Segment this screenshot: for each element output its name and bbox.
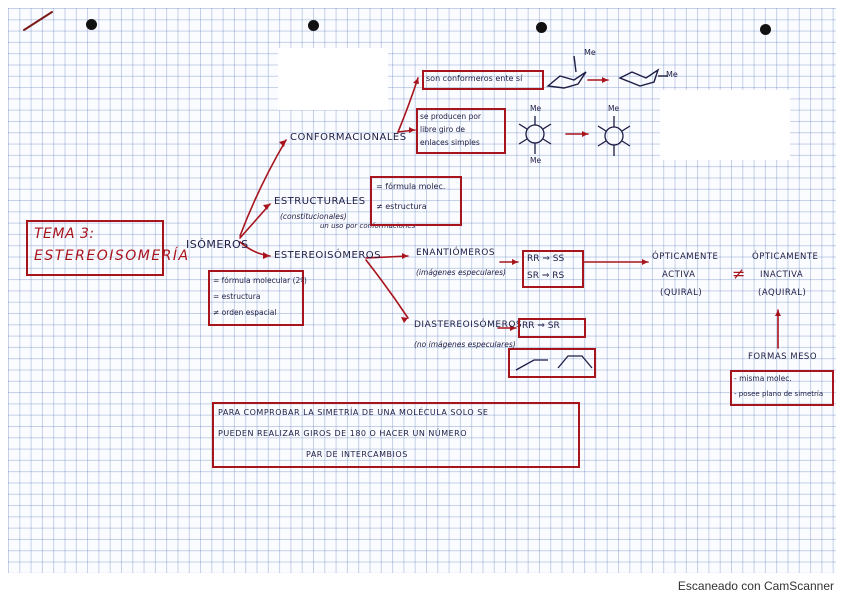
connectors: [23, 11, 781, 371]
isomer-props-box: [208, 270, 304, 326]
meso-label: FORMAS MESO: [748, 352, 818, 362]
struct-box-line1: = fórmula molec.: [376, 182, 446, 191]
enantiomeros-label: ENANTIÓMEROS: [416, 248, 496, 258]
title-line1: TEMA 3:: [34, 226, 95, 242]
punch-hole: [536, 22, 547, 33]
root-label: ISÓMEROS: [186, 238, 249, 251]
meso-line1: - misma molec.: [734, 374, 792, 383]
conf-box-1-text: son conformeros ente sí: [426, 74, 523, 83]
title-box: [26, 220, 164, 276]
optical-active-line3: (QUIRAL): [660, 288, 703, 298]
punch-hole: [760, 24, 771, 35]
sketch-box: [508, 348, 596, 378]
bottom-note-line1: PARA COMPROBAR LA SIMETRÍA DE UNA MOLÉCU…: [218, 408, 489, 417]
meso-box: [730, 370, 834, 406]
notebook-page: TEMA 3: ESTEREOISOMERÍA ISÓMEROS = fórmu…: [8, 8, 836, 573]
whiteout-patch: [660, 90, 790, 160]
diastereoisomeros-rule-1: RR ⇒ SR: [522, 321, 560, 331]
bottom-note-box: [212, 402, 580, 468]
title-line2: ESTEREOISOMERÍA: [34, 248, 190, 264]
diastereoisomeros-label: DIASTEREOISÓMEROS: [414, 320, 523, 330]
enantiomeros-sub: (imágenes especulares): [416, 268, 506, 277]
bottom-note-line3: PAR DE INTERCAMBIOS: [306, 450, 408, 459]
estructurales-note: un uso por conformaciones: [320, 222, 416, 230]
branch-conformacionales: CONFORMACIONALES: [290, 132, 407, 143]
bottom-note-line2: PUEDEN REALIZAR GIROS DE 180 O HACER UN …: [218, 429, 468, 438]
diastereoisomeros-sub: (no imágenes especulares): [414, 340, 516, 349]
methyl-label: Me: [584, 48, 596, 57]
conf-box-2-line3: enlaces simples: [420, 138, 480, 147]
optical-active-line1: ÓPTICAMENTE: [652, 252, 719, 262]
branch-estructurales: ESTRUCTURALES: [274, 196, 366, 207]
diastereoisomeros-box: [518, 318, 586, 338]
not-equal-sign: ≠: [732, 264, 746, 283]
conf-box-2-line1: se producen por: [420, 112, 481, 121]
enantiomeros-box: [522, 250, 584, 288]
isomer-prop-2: = estructura: [213, 292, 261, 301]
optical-inactive-line1: ÓPTICAMENTE: [752, 252, 819, 262]
conf-box-2: [416, 108, 506, 154]
methyl-label: Me: [608, 104, 620, 113]
conf-box-2-line2: libre giro de: [420, 125, 465, 134]
enantiomeros-rule-1: RR ⇒ SS: [527, 254, 565, 264]
struct-box-line2: ≠ estructura: [376, 202, 427, 211]
branch-estereoisomeros: ESTEREOISÓMEROS: [274, 250, 382, 261]
enantiomeros-rule-2: SR ⇒ RS: [527, 271, 565, 281]
methyl-label: Me: [530, 104, 542, 113]
estructurales-sub: (constitucionales): [280, 212, 347, 221]
conf-box-1: [422, 70, 544, 90]
methyl-label: Me: [530, 156, 542, 165]
optical-active-line2: ACTIVA: [662, 270, 696, 280]
punch-hole: [86, 19, 97, 30]
optical-inactive-line2: INACTIVA: [760, 270, 804, 280]
optical-inactive-line3: (AQUIRAL): [758, 288, 807, 298]
methyl-label: Me: [666, 70, 678, 79]
meso-line2: - posee plano de simetría: [734, 390, 824, 398]
isomer-prop-3: ≠ orden espacial: [213, 308, 277, 317]
scanner-watermark: Escaneado con CamScanner: [677, 579, 834, 593]
isomer-prop-1: = fórmula molecular (2º): [213, 276, 307, 285]
punch-hole: [308, 20, 319, 31]
whiteout-patch: [278, 48, 388, 110]
struct-box: [370, 176, 462, 226]
